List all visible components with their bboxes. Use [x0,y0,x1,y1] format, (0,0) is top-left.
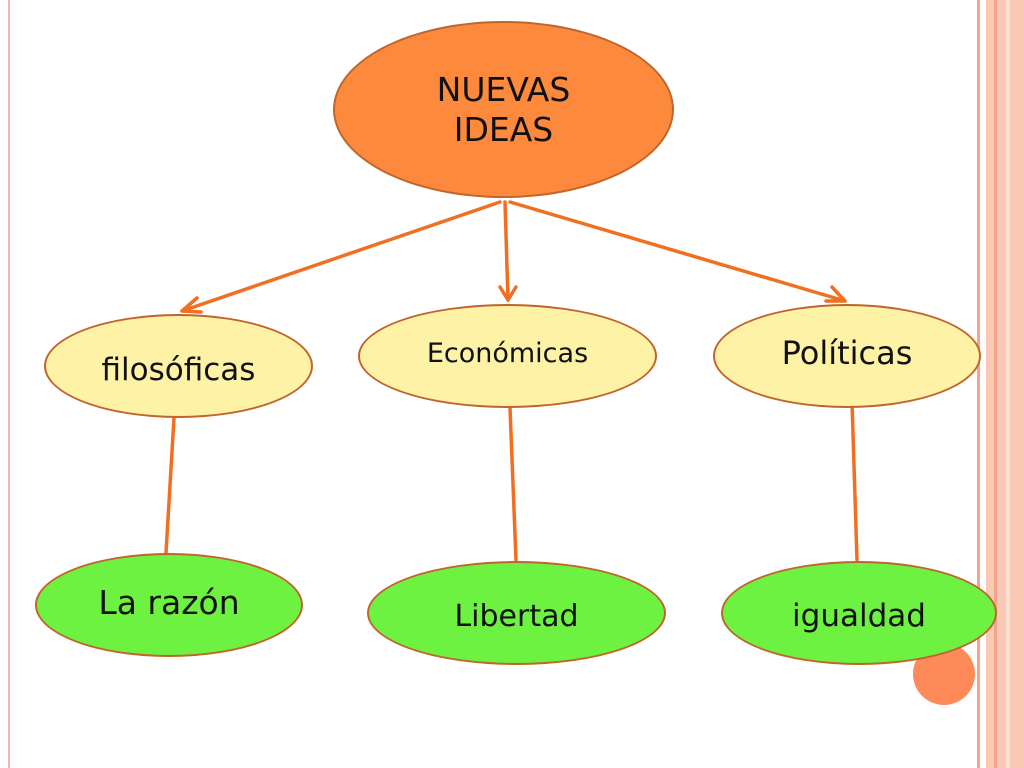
leaf-node-la-razon: La razón [35,553,303,657]
category-label-politicas: Políticas [781,334,913,372]
arrowhead-politicas [824,285,847,303]
leaf-label-igualdad: igualdad [792,598,926,634]
leaf-label-libertad: Libertad [454,598,579,634]
category-label-filosoficas: filosóficas [101,352,256,388]
category-node-politicas: Políticas [713,304,981,408]
category-label-economicas: Económicas [426,337,589,369]
connector-root-filosoficas [180,200,502,313]
right-border-line-1 [977,0,980,768]
connector-filosoficas-razon [164,416,176,555]
category-node-economicas: Económicas [358,304,657,408]
leaf-node-igualdad: igualdad [721,561,997,665]
leaf-node-libertad: Libertad [367,561,666,665]
leaf-label-la-razon: La razón [98,582,240,622]
connector-root-economicas [503,200,510,302]
root-title: NUEVAS IDEAS [437,70,571,150]
right-border-stripe [986,0,1024,768]
connector-politicas-igualdad [850,400,859,562]
root-node: NUEVAS IDEAS [333,21,674,198]
root-title-line-1: NUEVAS [436,69,571,109]
right-border-line-2 [994,0,997,768]
connector-economicas-libertad [508,406,518,562]
left-border-line [8,0,10,768]
root-title-line-2: IDEAS [453,109,554,149]
connector-root-politicas [508,200,847,303]
right-border-line-3 [1006,0,1010,768]
arrowhead-filosoficas [180,296,203,314]
arrowhead-economicas [498,285,518,302]
category-node-filosoficas: filosóficas [44,314,313,418]
